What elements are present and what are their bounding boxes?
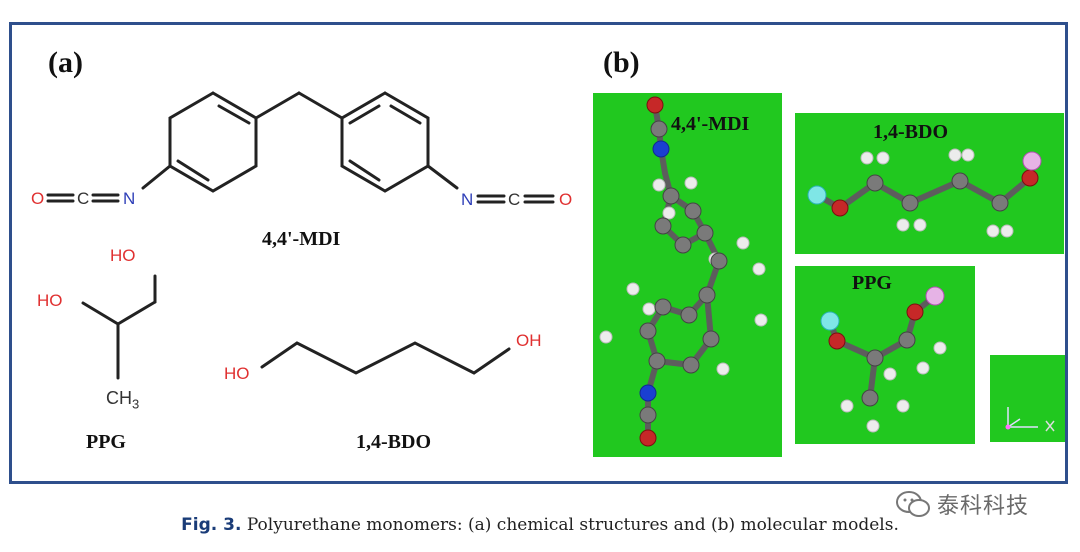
mdi-n-right: N	[461, 190, 474, 209]
bdo-model-label: 1,4-BDO	[873, 121, 948, 143]
figure-caption: Fig. 3. Polyurethane monomers: (a) chemi…	[0, 515, 1080, 535]
panel-b-label: (b)	[603, 46, 640, 79]
ppg-ho-left: HO	[37, 291, 63, 310]
bdo-name: 1,4-BDO	[356, 431, 431, 453]
caption-fig-number: Fig. 3.	[181, 515, 242, 535]
ppg-name: PPG	[86, 431, 126, 453]
mdi-model-label: 4,4'-MDI	[671, 113, 750, 135]
mdi-o-right: O	[559, 190, 573, 209]
panel-a-label: (a)	[48, 46, 83, 79]
watermark-text: 泰科科技	[937, 494, 1030, 519]
caption-text: Polyurethane monomers: (a) chemical stru…	[246, 515, 899, 535]
axis-triad-panel	[990, 355, 1065, 442]
bdo-model-panel: 1,4-BDO	[795, 113, 1064, 254]
mdi-ball-stick-model	[599, 96, 768, 447]
mdi-name: 4,4'-MDI	[262, 228, 341, 250]
ppg-model-panel: PPG	[795, 266, 975, 444]
mdi-model-panel: 4,4'-MDI	[593, 93, 782, 457]
axis-triad-icon	[1005, 407, 1055, 432]
mdi-c-right: C	[508, 190, 521, 209]
ppg-model-label: PPG	[852, 272, 892, 294]
wechat-icon	[896, 491, 930, 517]
mdi-c-left: C	[77, 189, 90, 208]
bdo-ball-stick-model	[807, 148, 1042, 238]
mdi-o-left: O	[31, 189, 45, 208]
bdo-ho-left: HO	[224, 364, 250, 383]
bdo-oh-right: OH	[516, 331, 542, 350]
ppg-ch3: CH3	[106, 388, 140, 412]
ppg-ho-top: HO	[110, 246, 136, 265]
ppg-ball-stick-model	[820, 286, 947, 433]
mdi-n-left: N	[123, 189, 136, 208]
